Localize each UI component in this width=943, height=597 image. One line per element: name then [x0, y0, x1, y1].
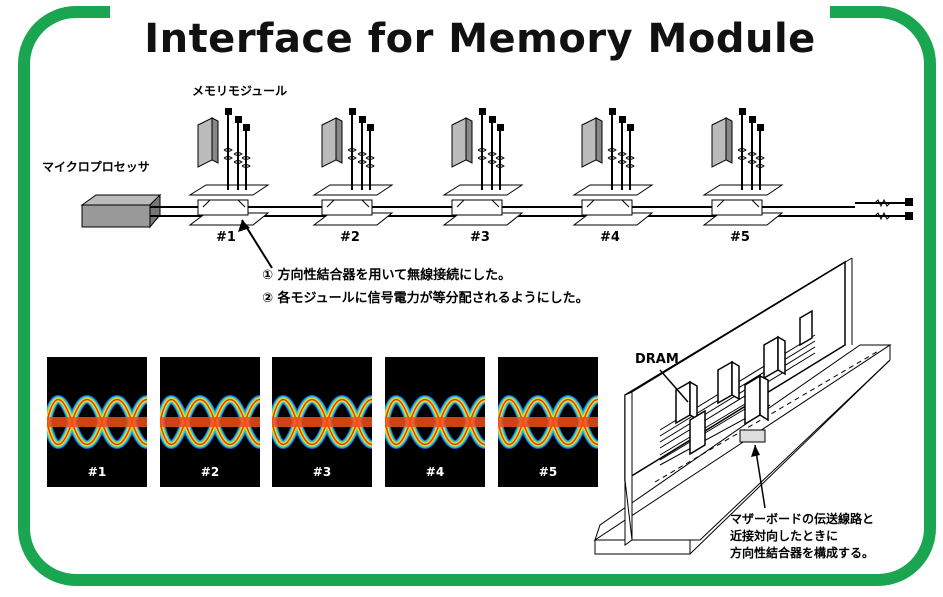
module-number-5: #5 — [730, 230, 750, 245]
microprocessor-box — [80, 193, 162, 229]
module-number-3: #3 — [470, 230, 490, 245]
note-2: ② 各モジュールに信号電力が等分配されるようにした。 — [262, 291, 589, 306]
eye-diagram-5: #5 — [498, 357, 598, 487]
eye-diagram-2: #2 — [160, 357, 260, 487]
microprocessor-label: マイクロプロセッサ — [42, 160, 150, 174]
memory-module-2 — [312, 108, 394, 226]
terminator-2 — [905, 212, 913, 220]
module-number-2: #2 — [340, 230, 360, 245]
memory-module-4 — [572, 108, 654, 226]
note-1: ① 方向性結合器を用いて無線接続にした。 — [262, 268, 512, 283]
eye-diagram-4: #4 — [385, 357, 485, 487]
memory-module-3 — [442, 108, 524, 226]
eye-label-2: #2 — [200, 465, 220, 479]
terminator-1 — [905, 198, 913, 206]
module-number-4: #4 — [600, 230, 620, 245]
memory-module-1 — [188, 108, 270, 226]
eye-label-4: #4 — [425, 465, 445, 479]
dram-label: DRAM — [635, 352, 679, 367]
eye-label-5: #5 — [538, 465, 558, 479]
memory-module-label: メモリモジュール — [192, 84, 288, 98]
eye-label-3: #3 — [312, 465, 332, 479]
module-group — [188, 108, 784, 226]
board-note-3: 方向性結合器を構成する。 — [730, 546, 875, 560]
title-mask — [110, 0, 830, 22]
board-note-2: 近接対向したときに — [730, 529, 839, 543]
bus-diagram — [80, 108, 913, 269]
eye-diagram-3: #3 — [272, 357, 372, 487]
memory-module-5 — [702, 108, 784, 226]
board-note-1: マザーボードの伝送線路と — [730, 512, 875, 526]
eye-label-1: #1 — [87, 465, 107, 479]
eye-diagram-1: #1 — [47, 357, 147, 487]
module-number-1: #1 — [216, 230, 236, 245]
slide-title: Interface for Memory Module — [144, 16, 816, 62]
